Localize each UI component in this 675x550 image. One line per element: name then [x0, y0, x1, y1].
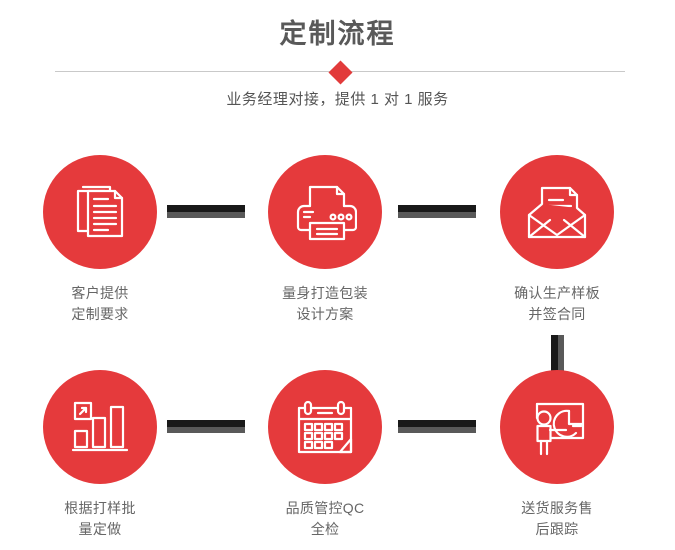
connector-bar-dark	[398, 420, 476, 427]
connector-bar-dark	[398, 205, 476, 212]
step-1-icon-circle	[43, 155, 157, 269]
envelope-document-icon	[524, 182, 590, 242]
connector-step2-step3	[398, 205, 476, 218]
header-section: 定制流程 业务经理对接，提供 1 对 1 服务	[0, 0, 675, 130]
step-5-icon-circle	[268, 370, 382, 484]
title-divider	[55, 59, 625, 85]
bar-chart-growth-icon	[70, 398, 130, 456]
presenter-pie-chart-icon	[526, 396, 588, 458]
step-2-icon-circle	[268, 155, 382, 269]
connector-step5-step6	[398, 420, 476, 433]
connector-step3-step6	[551, 335, 564, 381]
step-4-label: 根据打样批 量定做	[64, 500, 136, 537]
step-6-label: 送货服务售 后跟踪	[521, 500, 593, 537]
connector-bar-dark	[167, 205, 245, 212]
process-flow-diagram: 客户提供 定制要求 量身	[0, 130, 675, 550]
connector-bar-gray	[167, 427, 245, 433]
connector-bar-dark	[167, 420, 245, 427]
connector-bar-gray	[167, 212, 245, 218]
flow-step-3[interactable]: 确认生产样板 并签合同	[477, 155, 637, 325]
connector-step4-step5	[167, 420, 245, 433]
step-2-label: 量身打造包装 设计方案	[282, 285, 368, 322]
calendar-icon	[294, 397, 356, 457]
step-1-label: 客户提供 定制要求	[71, 285, 129, 322]
connector-step1-step2	[167, 205, 245, 218]
page-title: 定制流程	[279, 19, 396, 49]
flow-step-5[interactable]: 品质管控QC 全检	[245, 370, 405, 540]
flow-step-6[interactable]: 送货服务售 后跟踪	[477, 370, 637, 540]
flow-step-4[interactable]: 根据打样批 量定做	[20, 370, 180, 540]
step-6-icon-circle	[500, 370, 614, 484]
step-3-label: 确认生产样板 并签合同	[514, 285, 600, 322]
printer-icon	[293, 181, 357, 243]
page-subtitle: 业务经理对接，提供 1 对 1 服务	[226, 91, 449, 108]
step-3-icon-circle	[500, 155, 614, 269]
documents-stack-icon	[69, 181, 131, 243]
flow-step-1[interactable]: 客户提供 定制要求	[20, 155, 180, 325]
connector-bar-dark	[551, 335, 558, 381]
step-4-icon-circle	[43, 370, 157, 484]
connector-bar-gray	[398, 212, 476, 218]
diamond-marker-icon	[327, 59, 353, 85]
flow-step-2[interactable]: 量身打造包装 设计方案	[245, 155, 405, 325]
step-5-label: 品质管控QC 全检	[285, 500, 365, 537]
connector-bar-gray	[398, 427, 476, 433]
connector-bar-gray	[558, 335, 564, 381]
